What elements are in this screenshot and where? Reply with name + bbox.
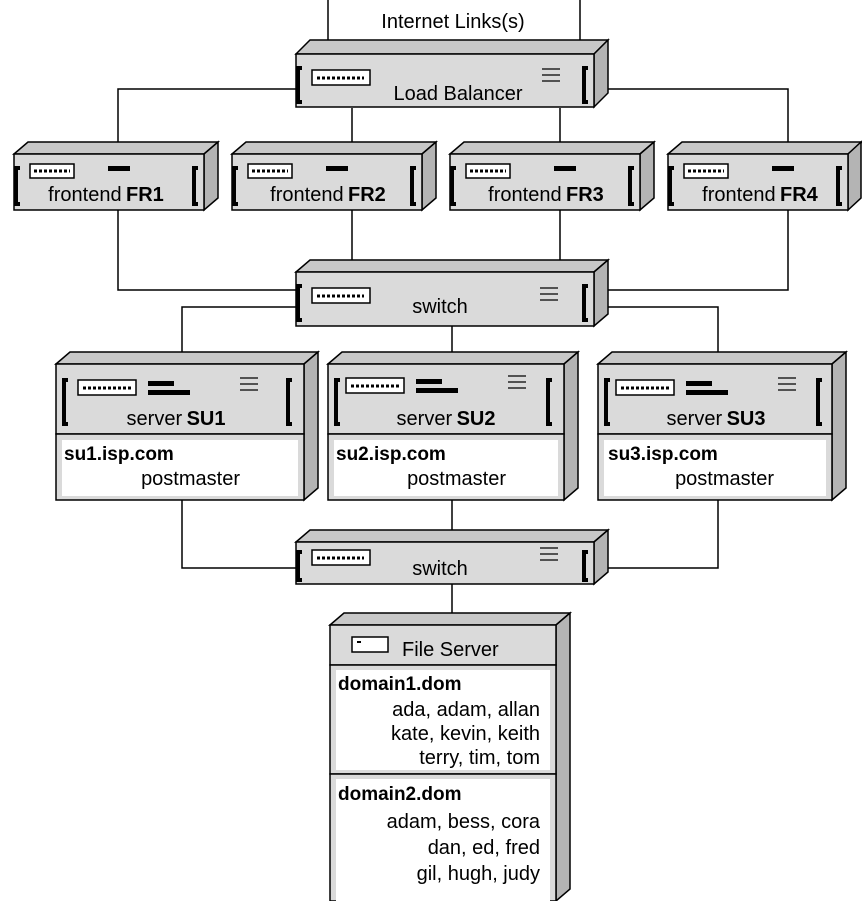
switch-upper-vent-icon	[540, 287, 558, 301]
su3-to-switch2-link	[598, 500, 719, 569]
server-su3-domain: su3.isp.com	[608, 444, 718, 465]
frontend-fr3-id: FR3	[566, 184, 604, 206]
internet-links-label: Internet Links(s)	[381, 11, 524, 33]
lb-to-fr1-link	[117, 88, 296, 154]
server-su2-domain: su2.isp.com	[336, 444, 446, 465]
frontend-fr4-label: frontend FR4	[702, 184, 819, 206]
server-su1-account: postmaster	[141, 468, 240, 490]
server-su1-id: SU1	[187, 408, 226, 430]
frontend-fr4-id: FR4	[780, 184, 819, 206]
server-su2-vent-icon	[508, 375, 526, 389]
frontend-fr1: frontend FR1	[11, 140, 221, 212]
switch-lower-label: switch	[412, 558, 468, 580]
domain1-users-line2: kate, kevin, keith	[391, 723, 540, 745]
server-su1: server SU1 su1.isp.com postmaster	[53, 350, 321, 502]
file-server: File Server domain1.dom ada, adam, allan…	[327, 611, 573, 901]
server-su2-account: postmaster	[407, 468, 506, 490]
server-su1-label: server SU1	[127, 408, 226, 430]
server-su1-prefix: server	[127, 408, 183, 430]
frontend-fr2-label: frontend FR2	[270, 184, 386, 206]
server-su1-domain: su1.isp.com	[64, 444, 174, 465]
switch-upper: switch	[293, 258, 611, 328]
switch-lower: switch	[293, 528, 611, 586]
server-su2-prefix: server	[397, 408, 453, 430]
switch-to-su1-link	[181, 306, 296, 364]
connectors	[117, 0, 789, 625]
file-server-drive-icon	[351, 636, 389, 653]
frontend-fr2: frontend FR2	[229, 140, 439, 212]
frontend-fr1-id: FR1	[126, 184, 164, 206]
domain2-name: domain2.dom	[338, 784, 462, 805]
server-su3-id: SU3	[727, 408, 766, 430]
lb-to-fr4-link	[598, 88, 789, 154]
frontend-fr3: frontend FR3	[447, 140, 657, 212]
fr1-to-switch-link	[117, 210, 296, 291]
frontend-fr4: frontend FR4	[665, 140, 862, 212]
file-server-label: File Server	[402, 639, 499, 661]
server-su1-vent-icon	[240, 377, 258, 391]
domain2-users-line3: gil, hugh, judy	[417, 863, 540, 885]
frontend-fr3-label: frontend FR3	[488, 184, 604, 206]
domain2-users-line2: dan, ed, fred	[428, 837, 540, 859]
domain1-users-line1: ada, adam, allan	[392, 699, 540, 721]
frontend-fr3-prefix: frontend	[488, 184, 561, 206]
server-su3-prefix: server	[667, 408, 723, 430]
frontend-fr2-prefix: frontend	[270, 184, 343, 206]
frontend-fr1-prefix: frontend	[48, 184, 121, 206]
server-su3-account: postmaster	[675, 468, 774, 490]
switch-lower-vent-icon	[540, 547, 558, 561]
server-su2-id: SU2	[457, 408, 496, 430]
switch-to-su3-link	[598, 306, 719, 364]
load-balancer: Load Balancer	[294, 38, 610, 109]
server-su2-label: server SU2	[397, 408, 496, 430]
server-su3-label: server SU3	[667, 408, 766, 430]
server-su3-vent-icon	[778, 377, 796, 391]
lb-display-panel	[311, 69, 371, 86]
server-su3: server SU3 su3.isp.com postmaster	[595, 350, 849, 502]
load-balancer-label: Load Balancer	[394, 83, 523, 105]
su1-to-switch2-link	[181, 500, 296, 569]
lb-vent-icon	[542, 68, 560, 82]
frontend-fr1-label: frontend FR1	[48, 184, 164, 206]
frontend-fr4-prefix: frontend	[702, 184, 775, 206]
switch-upper-label: switch	[412, 296, 468, 318]
domain1-users-line3: terry, tim, tom	[419, 747, 540, 769]
fr4-to-switch-link	[598, 210, 789, 291]
server-su2: server SU2 su2.isp.com postmaster	[325, 350, 581, 502]
domain1-name: domain1.dom	[338, 674, 462, 695]
domain2-users-line1: adam, bess, cora	[387, 811, 541, 833]
frontend-fr2-id: FR2	[348, 184, 386, 206]
